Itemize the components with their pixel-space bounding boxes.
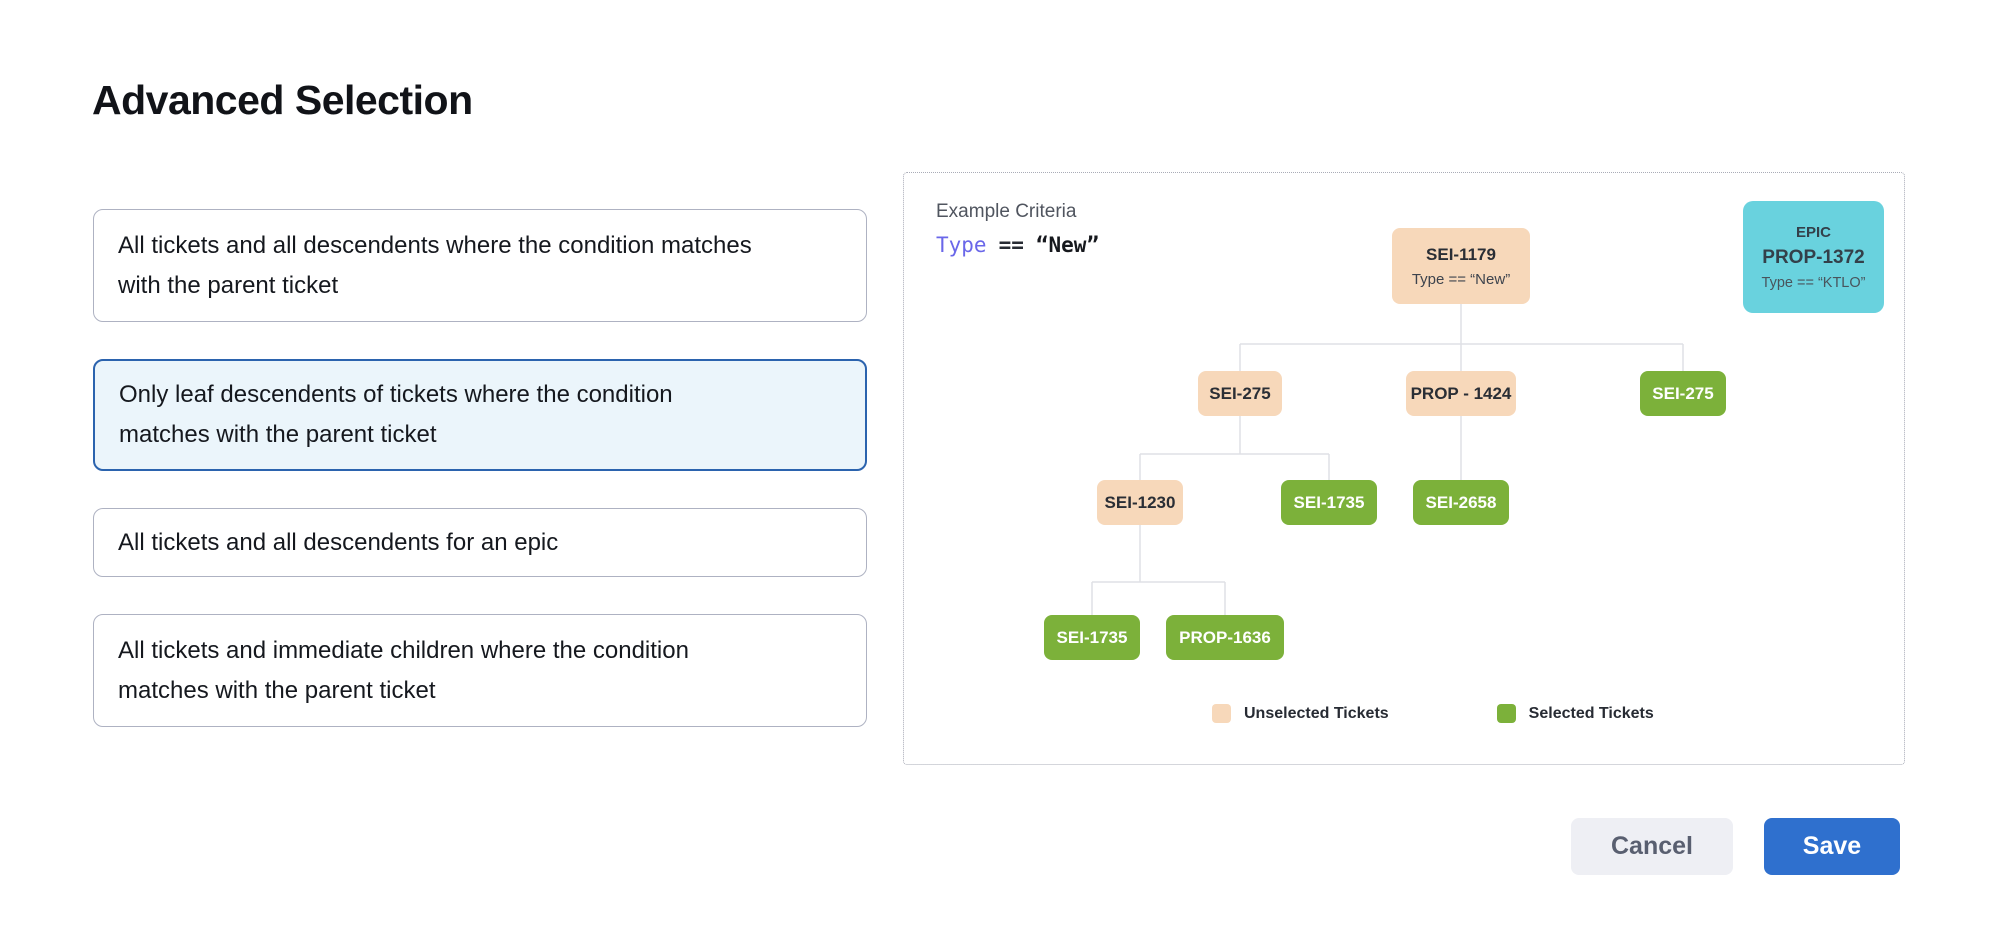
save-button[interactable]: Save <box>1764 818 1900 875</box>
option-card-leaf-descendents[interactable]: Only leaf descendents of tickets where t… <box>93 359 867 471</box>
page-title: Advanced Selection <box>92 77 473 124</box>
example-panel: Example Criteria Type == “New” SEI-1179 Ty… <box>903 172 1905 765</box>
option-label: Only leaf descendents of tickets where t… <box>119 381 673 448</box>
ticket-id: SEI-275 <box>1209 384 1271 403</box>
criteria-expression: Type == “New” <box>936 233 1099 257</box>
ticket-id: PROP-1636 <box>1179 628 1271 647</box>
unselected-swatch-icon <box>1212 704 1231 723</box>
ticket-id: SEI-275 <box>1652 384 1714 403</box>
legend-label: Selected Tickets <box>1528 704 1654 722</box>
ticket-id: SEI-1735 <box>1056 628 1128 647</box>
example-criteria-heading: Example Criteria <box>936 201 1077 222</box>
option-card-epic-descendents[interactable]: All tickets and all descendents for an e… <box>93 508 867 577</box>
ticket-criteria: Type == “New” <box>1411 270 1511 288</box>
epic-type-label: EPIC <box>1795 223 1831 241</box>
criteria-value: “New” <box>1035 233 1100 257</box>
cancel-button[interactable]: Cancel <box>1571 818 1733 875</box>
tree-node-prop-1424: PROP - 1424 <box>1406 371 1516 416</box>
option-card-all-descendents[interactable]: All tickets and all descendents where th… <box>93 209 867 322</box>
ticket-id: SEI-1735 <box>1293 493 1365 512</box>
tree-node-sei-1179: SEI-1179 Type == “New” <box>1392 228 1530 304</box>
selected-swatch-icon <box>1496 704 1516 723</box>
option-label: All tickets and all descendents for an e… <box>118 528 559 556</box>
criteria-operator: == <box>998 233 1024 257</box>
ticket-id: SEI-1179 <box>1426 244 1496 264</box>
legend-item-selected: Selected Tickets <box>1496 704 1654 723</box>
tree-node-sei-1230: SEI-1230 <box>1097 480 1183 525</box>
option-label: All tickets and immediate children where… <box>118 636 689 704</box>
tree-node-sei-1735-leaf: SEI-1735 <box>1044 615 1140 660</box>
epic-criteria: Type == “KTLO” <box>1761 274 1866 291</box>
criteria-field: Type <box>936 233 987 257</box>
tree-node-prop-1636: PROP-1636 <box>1166 615 1284 660</box>
ticket-id: PROP - 1424 <box>1410 384 1512 403</box>
option-label: All tickets and all descendents where th… <box>118 231 752 299</box>
option-card-immediate-children[interactable]: All tickets and immediate children where… <box>93 614 867 727</box>
tree-node-sei-1735-mid: SEI-1735 <box>1281 480 1377 525</box>
ticket-id: SEI-2658 <box>1425 493 1497 512</box>
tree-node-sei-2658: SEI-2658 <box>1413 480 1509 525</box>
legend-label: Unselected Tickets <box>1244 704 1389 722</box>
legend: Unselected Tickets Selected Tickets <box>1212 704 1654 723</box>
epic-id: PROP-1372 <box>1762 246 1865 268</box>
ticket-id: SEI-1230 <box>1104 493 1176 512</box>
legend-item-unselected: Unselected Tickets <box>1212 704 1389 723</box>
epic-card: EPIC PROP-1372 Type == “KTLO” <box>1743 201 1884 313</box>
tree-node-sei-275-selected: SEI-275 <box>1640 371 1726 416</box>
tree-node-sei-275-unselected: SEI-275 <box>1198 371 1282 416</box>
